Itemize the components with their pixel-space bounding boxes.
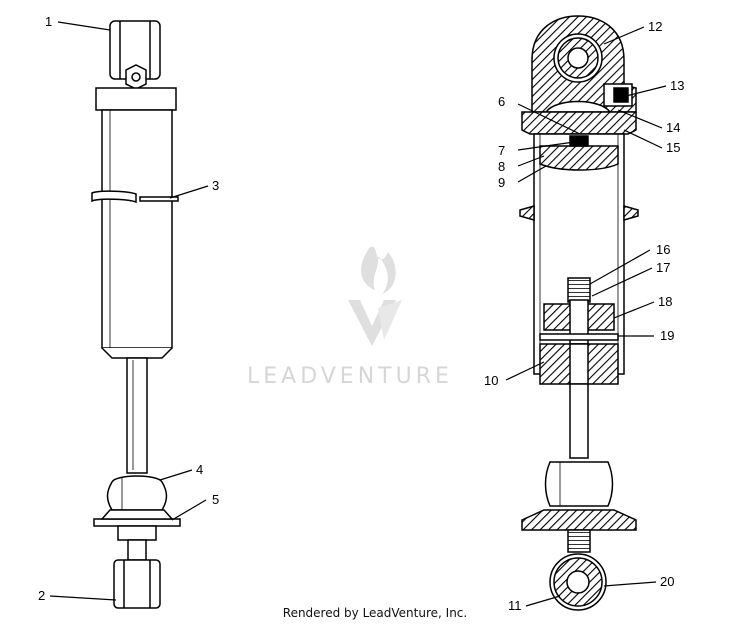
piston-washer: [539, 333, 619, 341]
callout-7: 7: [498, 143, 505, 158]
footer-credit: Rendered by LeadVenture, Inc.: [282, 606, 468, 620]
callout-8: 8: [498, 159, 505, 174]
piston-nut: [567, 277, 591, 303]
callout-4: 4: [196, 462, 203, 477]
callout-11: 11: [508, 598, 522, 613]
callout-19: 19: [660, 328, 674, 343]
callout-3: 3: [212, 178, 219, 193]
callout-5: 5: [212, 492, 219, 507]
callout-9: 9: [498, 175, 505, 190]
floating-piston: [539, 145, 619, 171]
callout-13: 13: [670, 78, 684, 93]
cutaway-bump-stop: [544, 461, 614, 507]
watermark-logo: [348, 246, 402, 346]
cutaway-shock-view: [519, 15, 639, 611]
watermark-text: LEADVENTURE: [247, 364, 453, 389]
callout-12: 12: [648, 19, 662, 34]
top-cap: [95, 87, 177, 111]
bottom-eyelet: [113, 559, 161, 609]
spring-seat: [93, 518, 181, 527]
callout-10: 10: [484, 373, 498, 388]
cutaway-spring-seat: [521, 509, 637, 531]
callout-16: 16: [656, 242, 670, 257]
piston-shaft: [126, 357, 148, 474]
callout-2: 2: [38, 588, 45, 603]
callout-15: 15: [666, 140, 680, 155]
bump-stop: [106, 475, 168, 511]
shock-body: [101, 109, 173, 349]
callout-6: 6: [498, 94, 505, 109]
callout-18: 18: [658, 294, 672, 309]
exterior-shock-view: [91, 20, 181, 609]
leader-lines: [49, 21, 667, 607]
callout-labels: 1 2 3 4 5 6 7 8 9 10 11 12 13 14 15 16 1…: [38, 14, 684, 613]
clip-ring: [91, 190, 137, 204]
cutaway-shaft: [569, 383, 589, 459]
callout-14: 14: [666, 120, 680, 135]
callout-20: 20: [660, 574, 674, 589]
callout-1: 1: [45, 14, 52, 29]
callout-17: 17: [656, 260, 670, 275]
